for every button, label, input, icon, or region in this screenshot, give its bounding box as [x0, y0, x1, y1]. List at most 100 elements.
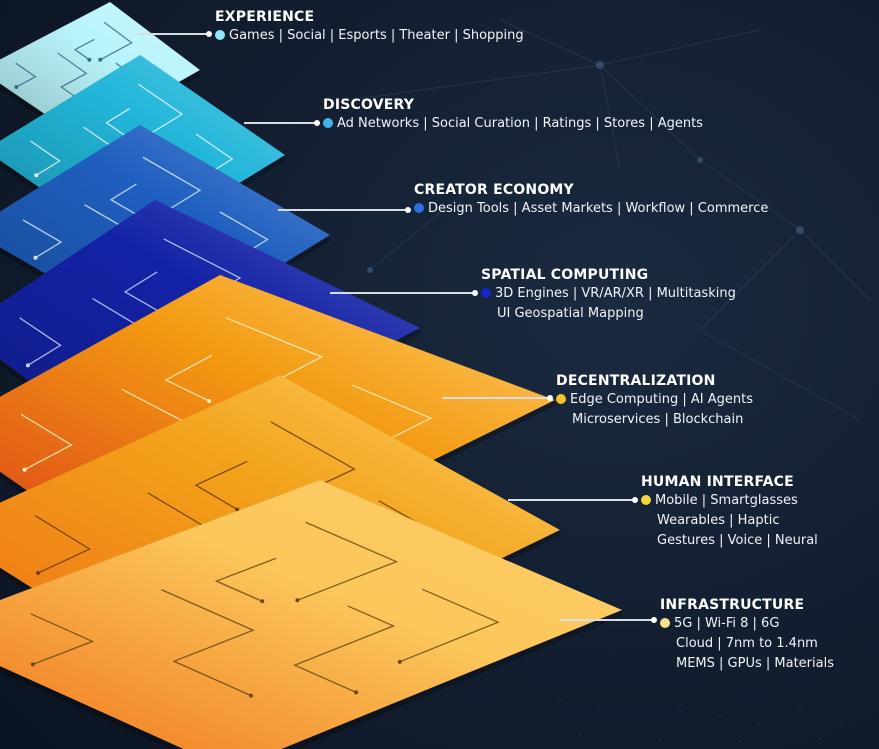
circuit-node [235, 507, 240, 512]
connector-line [442, 397, 550, 399]
circuit-node [33, 255, 38, 260]
layer-items: UI Geospatial Mapping [481, 304, 736, 324]
label-experience: EXPERIENCE Games | Social | Esports | The… [215, 8, 524, 46]
circuit-trace [22, 219, 63, 259]
circuit-node [260, 599, 265, 604]
layer-title: DISCOVERY [323, 97, 415, 113]
connector-line [138, 33, 209, 35]
label-discovery: DISCOVERY Ad Networks | Social Curation |… [323, 96, 703, 134]
circuit-trace [99, 21, 133, 61]
layer-infrastructure [0, 480, 622, 749]
layer-items: 3D Engines | VR/AR/XR | Multitasking [481, 284, 736, 304]
layer-title: CREATOR ECONOMY [414, 182, 574, 198]
connector-end [547, 395, 553, 401]
circuit-trace [73, 38, 95, 61]
circuit-trace [214, 557, 277, 602]
circuit-trace [297, 521, 399, 601]
connector-line [278, 209, 408, 211]
items-text: UI Geospatial Mapping [497, 306, 644, 321]
circuit-node [87, 57, 92, 62]
circuit-node [36, 571, 41, 576]
circuit-node [207, 399, 212, 404]
items-text: Edge Computing | AI Agents [570, 392, 753, 407]
circuit-node [354, 690, 359, 695]
bullet-dot-icon [641, 495, 651, 505]
layer-items: Ad Networks | Social Curation | Ratings … [323, 114, 703, 134]
connector-end [206, 31, 212, 37]
circuit-trace [161, 589, 255, 697]
layer-items: MEMS | GPUs | Materials [660, 654, 834, 674]
connector-line [330, 292, 475, 294]
circuit-trace [138, 83, 184, 139]
items-text: 5G | Wi-Fi 8 | 6G [674, 616, 780, 631]
layer-items: Cloud | 7nm to 1.4nm [660, 634, 834, 654]
bullet-dot-icon [414, 203, 424, 213]
layer-title: DECENTRALIZATION [556, 373, 716, 389]
items-text: Ad Networks | Social Curation | Ratings … [337, 116, 703, 131]
circuit-node [30, 662, 35, 667]
layer-items: Edge Computing | AI Agents [556, 390, 753, 410]
circuit-trace [164, 354, 213, 402]
connector-line [244, 122, 317, 124]
layer-title: SPATIAL COMPUTING [481, 267, 649, 283]
items-text: MEMS | GPUs | Materials [676, 656, 834, 671]
bullet-dot-icon [215, 30, 225, 40]
layer-items: Gestures | Voice | Neural [641, 531, 818, 551]
circuit-trace [123, 271, 161, 313]
circuit-trace [293, 605, 396, 693]
bullet-dot-icon [323, 118, 333, 128]
circuit-trace [34, 515, 91, 574]
layer-items: Games | Social | Esports | Theater | Sho… [215, 26, 524, 46]
items-text: Gestures | Voice | Neural [657, 533, 818, 548]
layer-items: Microservices | Blockchain [556, 410, 753, 430]
circuit-node [25, 363, 30, 368]
connector-end [651, 617, 657, 623]
connector-end [632, 497, 638, 503]
layer-experience [0, 2, 200, 144]
connector-line [560, 619, 654, 621]
items-text: Design Tools | Asset Markets | Workflow … [428, 201, 769, 216]
connector-end [472, 290, 478, 296]
circuit-trace [399, 588, 500, 663]
connector-end [405, 207, 411, 213]
connector-line [508, 499, 635, 501]
circuit-node [34, 173, 39, 178]
layer-items: Mobile | Smartglasses [641, 491, 818, 511]
circuit-node [14, 85, 19, 89]
items-text: Cloud | 7nm to 1.4nm [676, 636, 818, 651]
circuit-trace [109, 183, 140, 217]
label-creator-economy: CREATOR ECONOMY Design Tools | Asset Mark… [414, 181, 768, 219]
label-decentralization: DECENTRALIZATION Edge Computing | AI Agen… [556, 372, 753, 430]
layer-title: EXPERIENCE [215, 9, 315, 25]
circuit-node [98, 57, 103, 62]
connector-end [314, 120, 320, 126]
circuit-trace [15, 62, 37, 88]
bullet-dot-icon [660, 618, 670, 628]
layer-title: HUMAN INTERFACE [641, 474, 794, 490]
layer-items: Design Tools | Asset Markets | Workflow … [414, 199, 768, 219]
layer-plate [0, 2, 200, 138]
layer-plate [0, 480, 622, 749]
circuit-node [397, 659, 402, 664]
bullet-dot-icon [481, 288, 491, 298]
layer-items: 5G | Wi-Fi 8 | 6G [660, 614, 834, 634]
circuit-trace [142, 156, 202, 218]
circuit-trace [30, 613, 95, 665]
circuit-trace [30, 140, 61, 176]
label-infrastructure: INFRASTRUCTURE 5G | Wi-Fi 8 | 6G Cloud | 7… [660, 596, 834, 674]
circuit-trace [19, 317, 62, 366]
items-text: Games | Social | Esports | Theater | Sho… [229, 28, 524, 43]
items-text: Wearables | Haptic [657, 513, 780, 528]
circuit-node [249, 693, 253, 698]
circuit-trace [194, 460, 248, 511]
circuit-trace [105, 107, 131, 139]
circuit-node [295, 598, 300, 603]
layer-items: Wearables | Haptic [641, 511, 818, 531]
bullet-dot-icon [556, 394, 566, 404]
items-text: Microservices | Blockchain [572, 412, 744, 427]
layer-title: INFRASTRUCTURE [660, 597, 805, 613]
items-text: Mobile | Smartglasses [655, 493, 798, 508]
circuit-node [22, 467, 27, 472]
